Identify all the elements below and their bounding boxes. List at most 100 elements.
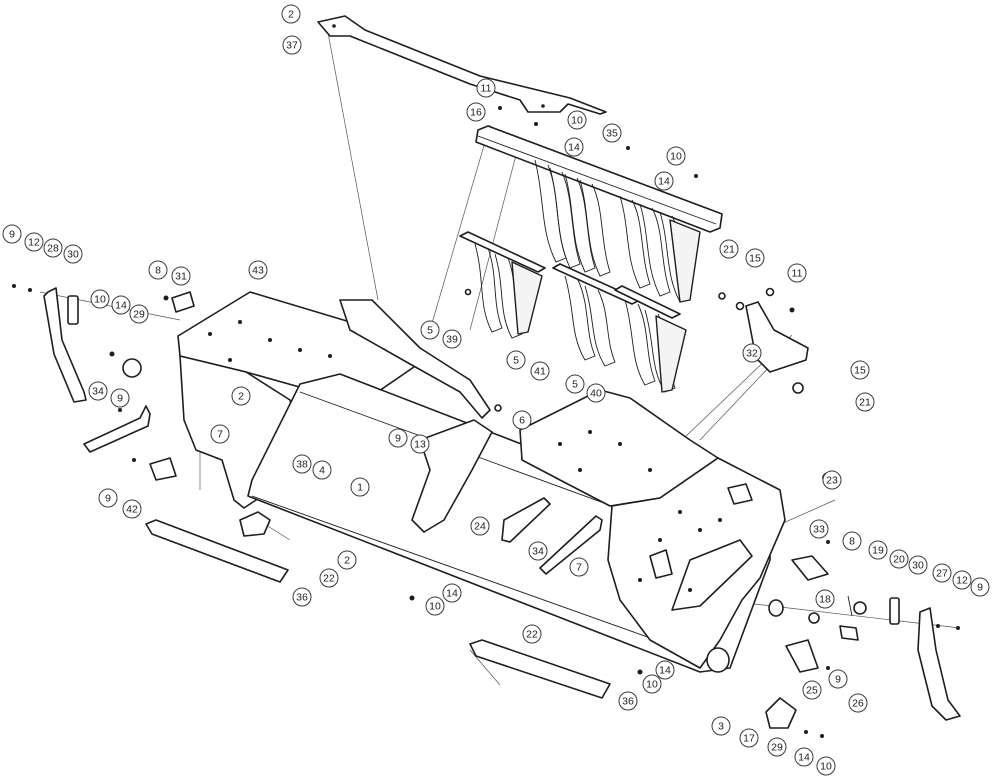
callout-number: 6 bbox=[519, 415, 525, 427]
callout-circle bbox=[388, 428, 408, 448]
callout-number: 24 bbox=[474, 521, 486, 533]
callout-number: 26 bbox=[852, 698, 864, 710]
callout-circle bbox=[90, 289, 110, 309]
callout-circle bbox=[618, 691, 638, 711]
callout-number: 16 bbox=[470, 107, 482, 119]
callout-circle bbox=[122, 499, 142, 519]
callout-number: 10 bbox=[571, 115, 583, 127]
part-callout: 10 bbox=[567, 110, 587, 130]
part-callout: 10 bbox=[90, 289, 110, 309]
callout-number: 34 bbox=[92, 386, 104, 398]
part-callout: 17 bbox=[739, 728, 759, 748]
callout-number: 14 bbox=[446, 588, 458, 600]
callout-circle bbox=[787, 263, 807, 283]
callout-circle bbox=[466, 102, 486, 122]
part-callout: 7 bbox=[569, 557, 589, 577]
callout-number: 11 bbox=[481, 83, 492, 95]
callout-circle bbox=[889, 549, 909, 569]
part-callout: 12 bbox=[952, 570, 972, 590]
tine-section-part-40 bbox=[614, 285, 687, 393]
callout-number: 7 bbox=[576, 562, 582, 574]
part-callout: 35 bbox=[602, 123, 622, 143]
callout-number: 41 bbox=[534, 366, 546, 378]
part-callout: 34 bbox=[88, 381, 108, 401]
callout-number: 39 bbox=[446, 334, 458, 346]
callout-number: 2 bbox=[288, 9, 294, 21]
part-callout: 6 bbox=[512, 410, 532, 430]
part-callout: 33 bbox=[809, 519, 829, 539]
part-callout: 2 bbox=[231, 386, 251, 406]
part-callout: 2 bbox=[337, 550, 357, 570]
callout-circle bbox=[809, 519, 829, 539]
part-callout: 36 bbox=[292, 587, 312, 607]
callout-number: 43 bbox=[252, 265, 264, 277]
part-callout: 9 bbox=[828, 669, 848, 689]
callout-number: 21 bbox=[859, 397, 871, 409]
part-callout: 43 bbox=[248, 260, 268, 280]
part-callout: 15 bbox=[850, 360, 870, 380]
callout-circle bbox=[410, 434, 430, 454]
callout-circle bbox=[567, 110, 587, 130]
part-callout: 4 bbox=[312, 460, 332, 480]
part-callout: 25 bbox=[802, 680, 822, 700]
callout-number: 10 bbox=[670, 151, 682, 163]
callout-number: 19 bbox=[872, 545, 884, 557]
callout-circle bbox=[512, 410, 532, 430]
callout-number: 10 bbox=[429, 601, 441, 613]
callout-circle bbox=[282, 35, 302, 55]
callout-number: 35 bbox=[606, 128, 618, 140]
part-callout: 5 bbox=[565, 374, 585, 394]
part-callout: 5 bbox=[420, 320, 440, 340]
callout-circle bbox=[767, 737, 787, 757]
callout-number: 12 bbox=[28, 237, 40, 249]
part-callout: 28 bbox=[43, 238, 63, 258]
callout-number: 11 bbox=[792, 268, 803, 280]
part-callout: 30 bbox=[908, 555, 928, 575]
callout-circle bbox=[24, 232, 44, 252]
callout-circle bbox=[802, 680, 822, 700]
callout-circle bbox=[739, 728, 759, 748]
callout-number: 36 bbox=[296, 592, 308, 604]
part-callout: 3 bbox=[711, 716, 731, 736]
part-callout: 42 bbox=[122, 499, 142, 519]
callout-number: 8 bbox=[849, 536, 855, 548]
callout-number: 42 bbox=[126, 504, 138, 516]
callout-circle bbox=[292, 587, 312, 607]
callout-circle bbox=[210, 424, 230, 444]
callout-circle bbox=[642, 674, 662, 694]
callout-number: 10 bbox=[646, 679, 658, 691]
part-callout: 9 bbox=[388, 428, 408, 448]
callout-circle bbox=[666, 146, 686, 166]
callout-number: 31 bbox=[175, 271, 187, 283]
callout-number: 14 bbox=[659, 665, 671, 677]
callout-number: 29 bbox=[771, 742, 783, 754]
callout-circle bbox=[564, 137, 584, 157]
tine-section-part-41 bbox=[552, 263, 641, 367]
part-callout: 22 bbox=[522, 624, 542, 644]
part-callout: 21 bbox=[855, 392, 875, 412]
part-callout: 10 bbox=[666, 146, 686, 166]
callout-circle bbox=[815, 589, 835, 609]
part-callout: 9 bbox=[970, 577, 990, 597]
callout-circle bbox=[98, 488, 118, 508]
callout-circle bbox=[476, 78, 496, 98]
callout-number: 17 bbox=[743, 733, 755, 745]
part-callout: 12 bbox=[24, 232, 44, 252]
part-callout: 37 bbox=[282, 35, 302, 55]
callout-circle bbox=[129, 304, 149, 324]
callout-circle bbox=[816, 756, 836, 776]
callout-circle bbox=[742, 343, 762, 363]
callout-number: 30 bbox=[67, 249, 79, 261]
part-callout: 1 bbox=[350, 477, 370, 497]
callout-number: 9 bbox=[117, 393, 123, 405]
part-callout: 10 bbox=[642, 674, 662, 694]
callout-circle bbox=[292, 454, 312, 474]
callout-circle bbox=[932, 563, 952, 583]
callout-circle bbox=[470, 516, 490, 536]
callout-number: 2 bbox=[344, 555, 350, 567]
callout-circle bbox=[828, 669, 848, 689]
callout-number: 18 bbox=[819, 594, 831, 606]
callout-circle bbox=[586, 383, 606, 403]
part-callout: 16 bbox=[466, 102, 486, 122]
